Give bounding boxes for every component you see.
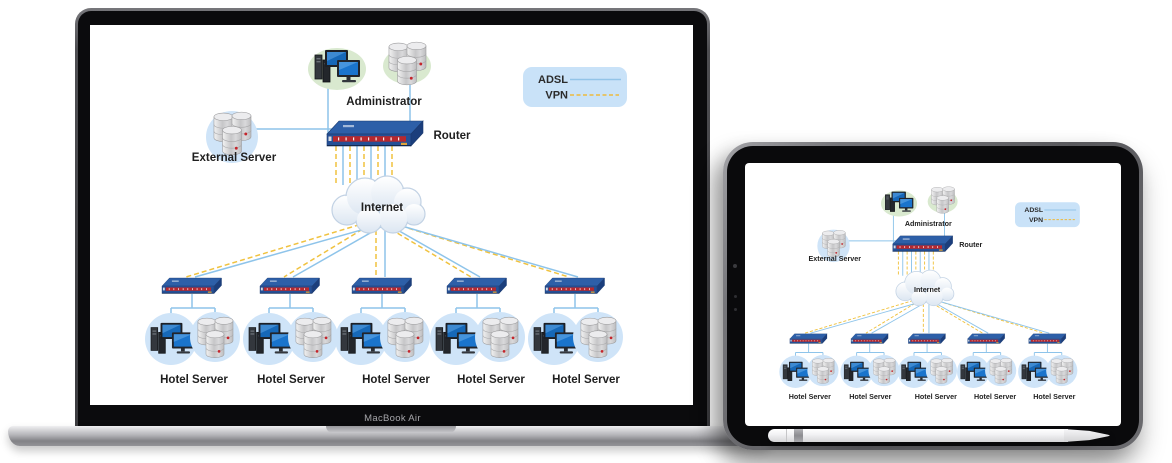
hotel-server-label: Hotel Server — [160, 374, 228, 386]
hotel-server-group: Hotel Server — [957, 333, 1016, 401]
laptop-brand-label: MacBook Air — [364, 413, 421, 424]
tablet-screen: Administrator External Server — [745, 163, 1121, 426]
router-node: Router — [326, 120, 471, 147]
pencil-body — [768, 429, 1068, 442]
router-device-icon — [326, 120, 424, 147]
legend-vpn-label: VPN — [545, 90, 568, 102]
laptop-base-notch — [326, 426, 456, 433]
legend: ADSL VPN — [523, 67, 627, 107]
administrator-label: Administrator — [346, 96, 422, 108]
hotel-server-group: Hotel Server — [528, 277, 623, 386]
network-diagram: Administrator External Server — [779, 163, 1080, 401]
switch-device-icon — [259, 277, 320, 294]
internet-cloud: Internet — [331, 175, 426, 234]
hotel-server-group: Hotel Server — [430, 277, 525, 386]
switch-device-icon — [161, 277, 222, 294]
internet-cloud-icon — [895, 269, 955, 307]
hotel-server-group: Hotel Server — [897, 333, 957, 401]
laptop-screen: Administrator External Server — [90, 25, 693, 405]
external-server-node: External Server — [809, 229, 862, 263]
hotel-server-group: Hotel Server — [335, 277, 430, 386]
hotel-server-label: Hotel Server — [457, 374, 525, 386]
hotel-server-group: Hotel Server — [779, 333, 839, 401]
vpn-links — [804, 251, 1044, 334]
hotel-server-label: Hotel Server — [789, 393, 831, 401]
switch-device-icon — [850, 333, 889, 344]
internet-label: Internet — [361, 202, 403, 214]
hotel-server-label: Hotel Server — [257, 374, 325, 386]
router-node: Router — [892, 235, 982, 252]
administrator-node: Administrator — [308, 42, 431, 108]
hotel-server-label: Hotel Server — [915, 393, 957, 401]
pencil-band — [794, 429, 803, 442]
router-device-icon — [892, 235, 953, 252]
hotel-server-label: Hotel Server — [849, 393, 891, 401]
pencil-tip — [1064, 429, 1110, 442]
legend: ADSL VPN — [1014, 202, 1080, 228]
router-label: Router — [433, 130, 471, 142]
legend-adsl-label: ADSL — [538, 74, 568, 86]
tablet-camera-dot — [734, 295, 737, 298]
hotel-server-label: Hotel Server — [1033, 393, 1075, 401]
network-diagram: Administrator External Server — [145, 25, 627, 386]
hotel-server-group: Hotel Server — [145, 277, 240, 386]
internet-cloud-icon — [331, 175, 426, 234]
hotel-server-group: Hotel Server — [243, 277, 338, 386]
switch-device-icon — [1028, 333, 1067, 344]
external-server-node: External Server — [192, 111, 277, 164]
switch-device-icon — [908, 333, 946, 344]
laptop-lid: Administrator External Server — [75, 8, 710, 428]
tablet-camera-dot — [734, 308, 737, 311]
router-label: Router — [959, 241, 982, 249]
tablet-mockup: Administrator External Server — [723, 142, 1143, 450]
lan-links — [170, 294, 599, 321]
external-server-label: External Server — [192, 152, 277, 164]
hotel-server-label: Hotel Server — [974, 393, 1016, 401]
switch-device-icon — [351, 277, 412, 294]
administrator-node: Administrator — [880, 187, 958, 228]
hotel-server-label: Hotel Server — [552, 374, 620, 386]
administrator-label: Administrator — [905, 220, 952, 228]
tablet-camera-icon — [733, 264, 737, 268]
legend-adsl-label: ADSL — [1024, 207, 1043, 214]
stylus-pencil — [768, 429, 1110, 442]
switch-device-icon — [544, 277, 605, 294]
internet-label: Internet — [914, 286, 941, 294]
switch-device-icon — [446, 277, 507, 294]
switch-device-icon — [789, 333, 828, 344]
pencil-cap-seam — [786, 429, 787, 442]
switch-device-icon — [967, 333, 1005, 344]
legend-vpn-label: VPN — [1029, 217, 1043, 224]
hotel-server-group: Hotel Server — [1018, 333, 1078, 401]
laptop-base — [8, 426, 774, 446]
hotel-server-group: Hotel Server — [840, 333, 900, 401]
external-server-label: External Server — [809, 255, 862, 263]
lan-links — [795, 343, 1063, 361]
vpn-links — [185, 146, 570, 278]
network-diagram-tablet: Administrator External Server — [745, 163, 1121, 426]
hotel-server-label: Hotel Server — [362, 374, 430, 386]
internet-cloud: Internet — [895, 269, 955, 307]
